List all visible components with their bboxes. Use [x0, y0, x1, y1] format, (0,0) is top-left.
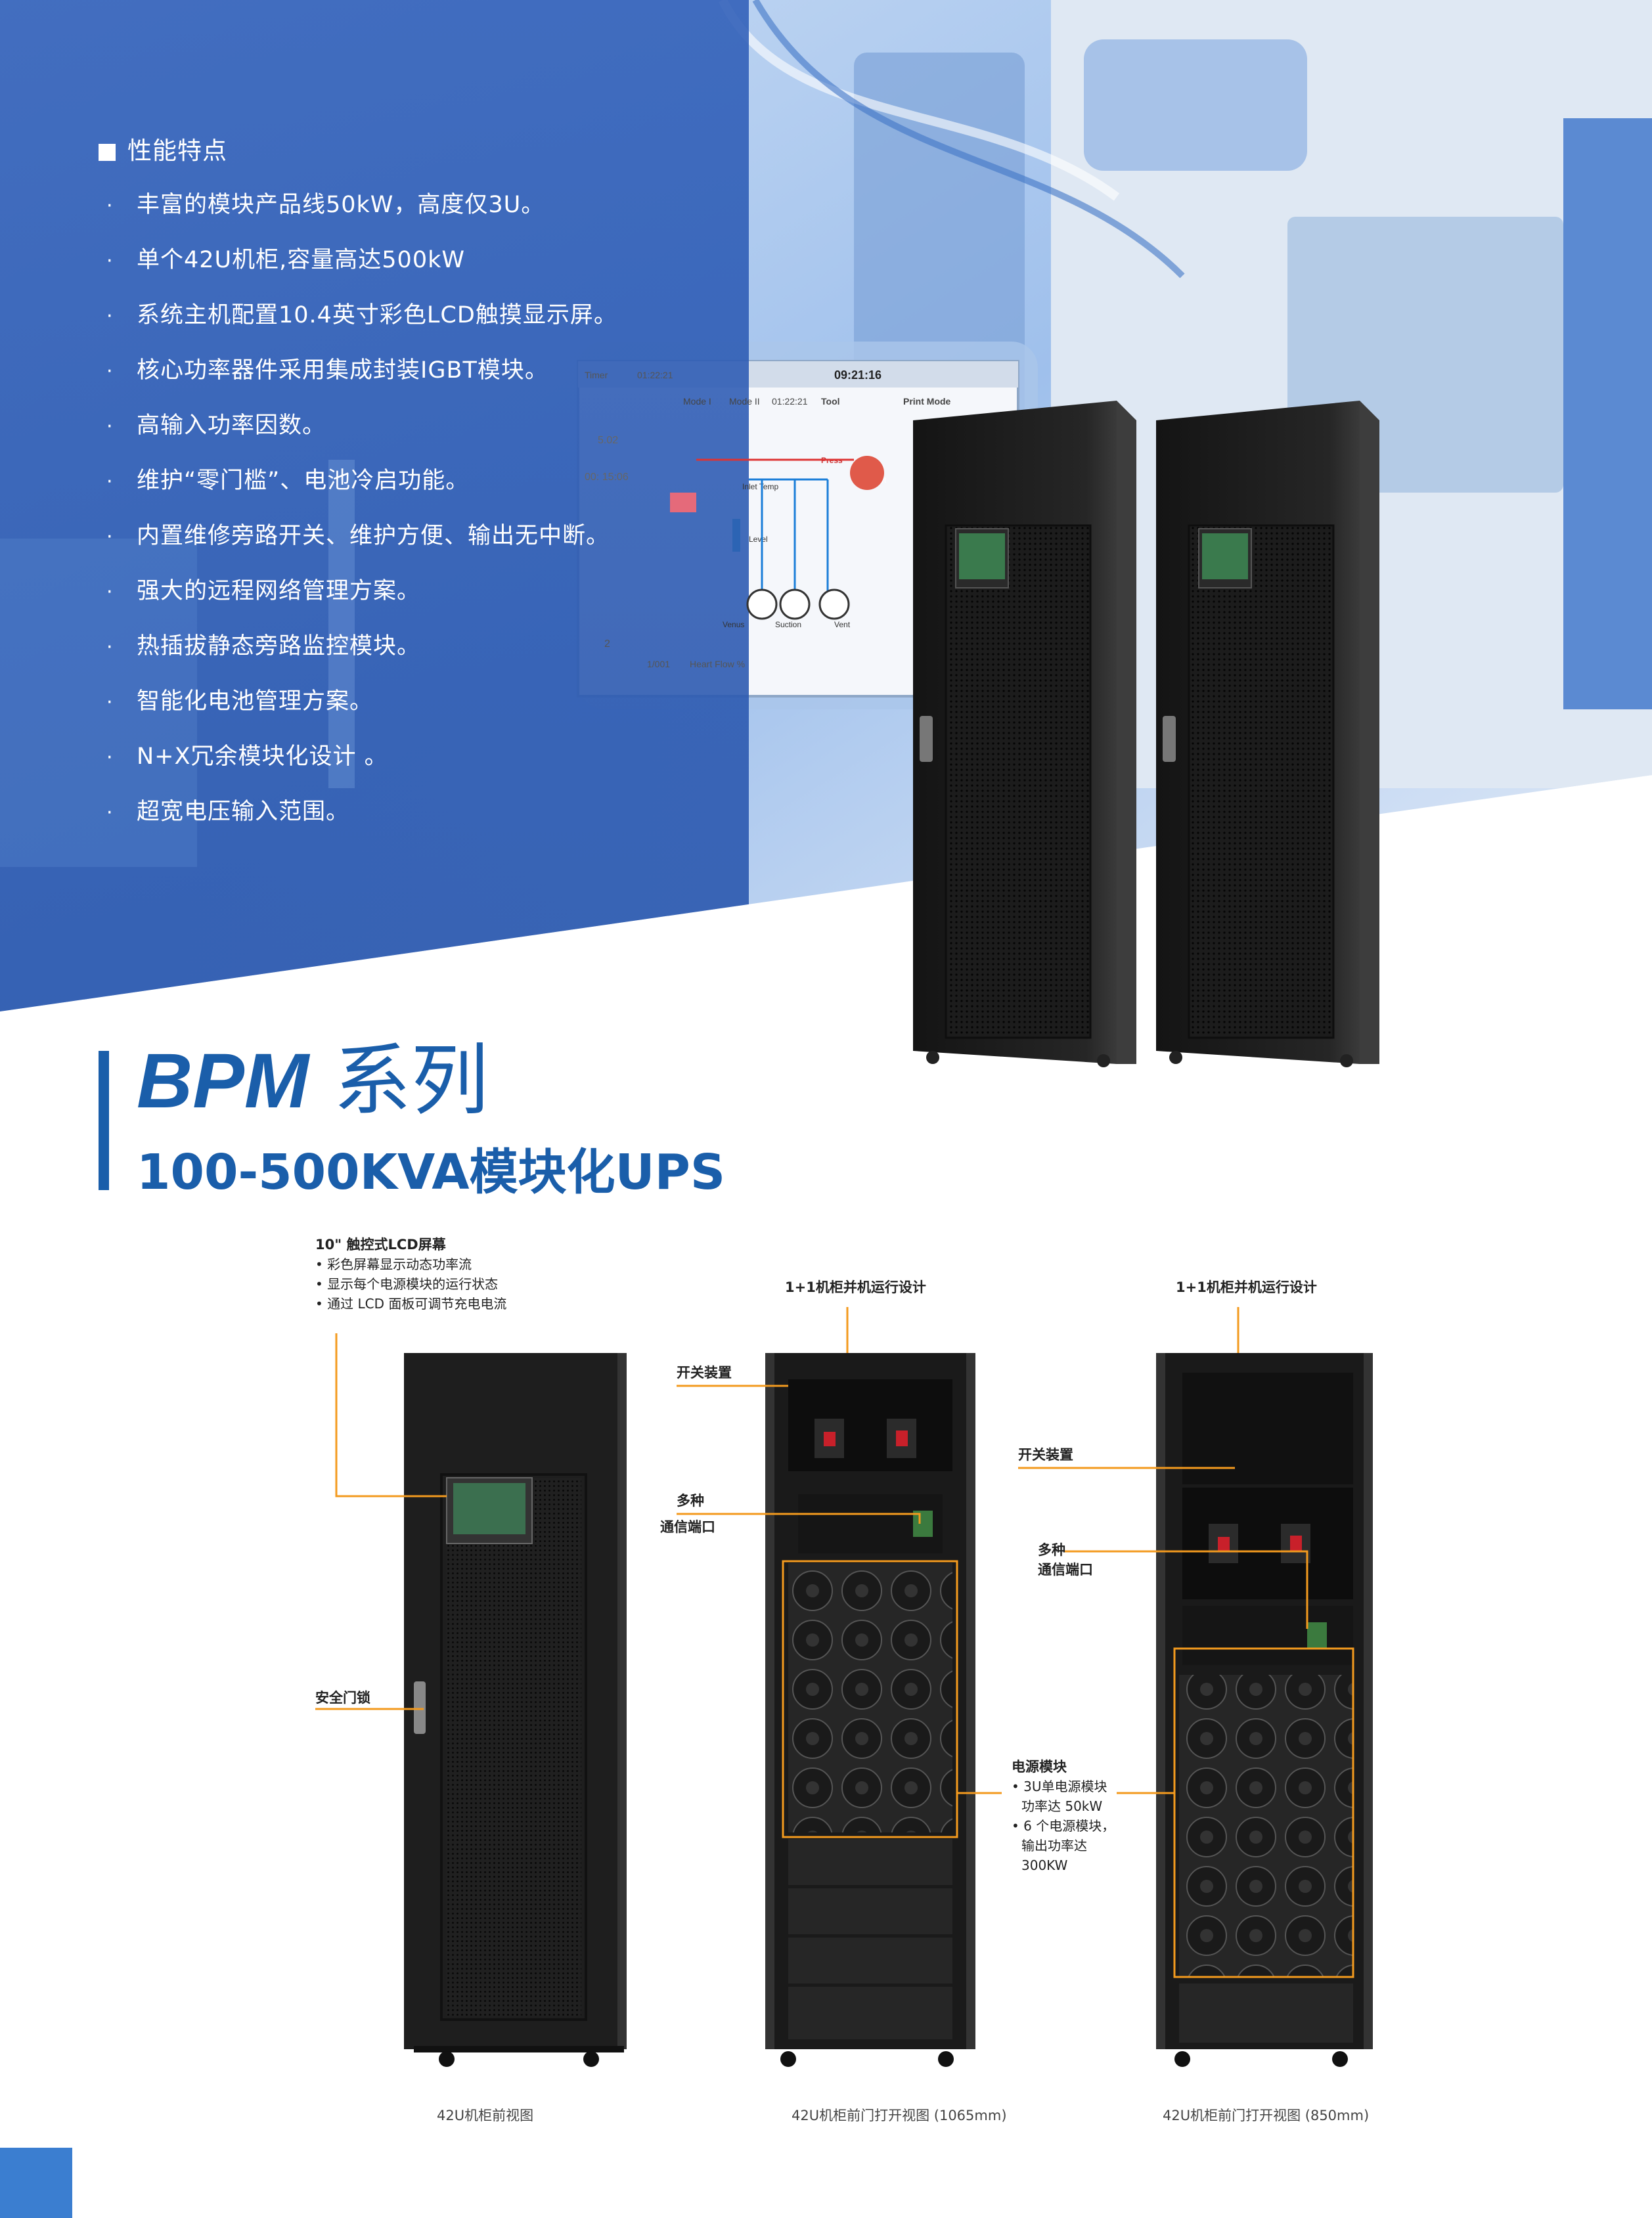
parallel-design-label-2: 1+1机柜并机运行设计 [1176, 1279, 1317, 1295]
lcd-point-2: • 显示每个电源模块的运行状态 [315, 1276, 499, 1292]
ports-label-2-line2: 通信端口 [1038, 1562, 1093, 1578]
callout-lines [315, 1307, 1354, 1978]
power-module-point-3: • 6 个电源模块， [1012, 1818, 1115, 1834]
title-accent-bar [99, 1051, 109, 1190]
screen-inlet-temp: Inlet Temp [742, 482, 779, 491]
parallel-design-label-1: 1+1机柜并机运行设计 [785, 1279, 926, 1295]
feature-item: ·丰富的模块产品线50kW，高度仅3U。 [106, 192, 545, 218]
power-module-point-1: • 3U单电源模块 [1012, 1779, 1107, 1794]
screen-readout1: 5.02 [598, 435, 619, 446]
screen-level: Level [749, 535, 768, 544]
power-module-point-2: 功率达 50kW [1021, 1798, 1103, 1814]
screen-mode2-time: 01:22:21 [772, 396, 808, 407]
feature-item: ·维护“零门槛”、电池冷启功能。 [106, 468, 470, 494]
square-bullet-icon [99, 144, 116, 161]
screen-timer-label: Timer [585, 370, 608, 380]
series-title-latin: BPM [137, 1038, 309, 1124]
feature-item: ·核心功率器件采用集成封装IGBT模块。 [106, 357, 548, 384]
feature-item: ·内置维修旁路开关、维护方便、输出无中断。 [106, 523, 610, 549]
feature-text: 核心功率器件采用集成封装IGBT模块。 [137, 357, 548, 384]
feature-text: 内置维修旁路开关、维护方便、输出无中断。 [137, 523, 610, 549]
power-module-point-5: 300KW [1021, 1857, 1068, 1873]
corner-square-decoration [0, 2148, 72, 2218]
cabinet-open-view-1065 [765, 1353, 975, 2067]
screen-print-mode: Print Mode [903, 396, 951, 407]
screen-clock: 09:21:16 [834, 368, 882, 382]
feature-text: 维护“零门槛”、电池冷启功能。 [137, 468, 470, 494]
feature-text: 超宽电压输入范围。 [137, 799, 350, 825]
cabinet-open-view-850 [1156, 1353, 1373, 2067]
caption-open-850: 42U机柜前门打开视图 (850mm) [1163, 2108, 1370, 2123]
screen-side-num: 2 [604, 638, 610, 650]
screen-heart-flow: Heart Flow % [690, 659, 746, 669]
feature-text: 热插拔静态旁路监控模块。 [137, 633, 421, 659]
features-title: 性能特点 [99, 131, 755, 171]
features-title-text: 性能特点 [127, 137, 227, 165]
feature-item: ·热插拔静态旁路监控模块。 [106, 633, 421, 659]
series-subtitle: 100-500KVA模块化UPS [137, 1144, 726, 1201]
switch-label-2: 开关装置 [1018, 1447, 1073, 1463]
feature-item: ·超宽电压输入范围。 [106, 799, 350, 825]
feature-text: 强大的远程网络管理方案。 [137, 578, 421, 604]
screen-venus: Venus [723, 620, 745, 629]
power-module-title: 电源模块 [1012, 1759, 1067, 1775]
screen-timer-value: 01:22:21 [637, 370, 673, 380]
caption-front-view: 42U机柜前视图 [437, 2108, 534, 2123]
screen-mode1: Mode I [683, 396, 711, 407]
screen-mode2: Mode II [729, 396, 760, 407]
caption-open-1065: 42U机柜前门打开视图 (1065mm) [792, 2108, 1007, 2123]
feature-item: ·强大的远程网络管理方案。 [106, 578, 421, 604]
screen-readout2: 00: 15:06 [585, 472, 629, 483]
series-title: BPM 系列 [137, 1034, 489, 1127]
switch-label-1: 开关装置 [677, 1365, 732, 1381]
lcd-point-1: • 彩色屏幕显示动态功率流 [315, 1256, 472, 1272]
ports-label-1-line2: 通信端口 [660, 1519, 715, 1535]
feature-text: 丰富的模块产品线50kW，高度仅3U。 [137, 192, 545, 218]
hero-banner: Timer 01:22:21 09:21:16 Mode I Mode II 0… [0, 0, 1652, 1067]
feature-text: 系统主机配置10.4英寸彩色LCD触摸显示屏。 [137, 302, 617, 328]
features-list: 性能特点 ·丰富的模块产品线50kW，高度仅3U。 ·单个42U机柜,容量高达5… [99, 131, 755, 839]
ports-label-2-line1: 多种 [1038, 1542, 1065, 1558]
feature-text: N+X冗余模块化设计 。 [137, 743, 388, 770]
feature-text: 高输入功率因数。 [137, 412, 326, 439]
feature-item: ·单个42U机柜,容量高达500kW [106, 247, 465, 273]
ups-cabinets-photo [913, 401, 1379, 1067]
screen-tool: Tool [821, 396, 840, 407]
screen-flow-diagram [670, 456, 884, 620]
cabinet-front-view [404, 1353, 627, 2067]
lcd-point-3: • 通过 LCD 面板可调节充电电流 [315, 1296, 507, 1312]
power-module-point-4: 输出功率达 [1021, 1838, 1087, 1853]
feature-item: ·系统主机配置10.4英寸彩色LCD触摸显示屏。 [106, 302, 617, 328]
cabinet-diagram-drawing [315, 1307, 1373, 2067]
feature-text: 单个42U机柜,容量高达500kW [137, 247, 465, 273]
series-title-cn: 系列 [309, 1035, 489, 1126]
ports-label-1-line1: 多种 [677, 1493, 704, 1509]
lcd-label-title: 10" 触控式LCD屏幕 [315, 1237, 446, 1253]
screen-vent: Vent [834, 620, 851, 629]
feature-item: ·智能化电池管理方案。 [106, 688, 374, 715]
door-lock-label: 安全门锁 [315, 1690, 370, 1706]
feature-item: ·N+X冗余模块化设计 。 [106, 743, 388, 770]
screen-flow: 1/001 [647, 659, 671, 669]
screen-suction: Suction [775, 620, 802, 629]
feature-text: 智能化电池管理方案。 [137, 688, 374, 715]
cabinet-diagram: 10" 触控式LCD屏幕 • 彩色屏幕显示动态功率流 • 显示每个电源模块的运行… [0, 1222, 1652, 2141]
feature-item: ·高输入功率因数。 [106, 412, 326, 439]
